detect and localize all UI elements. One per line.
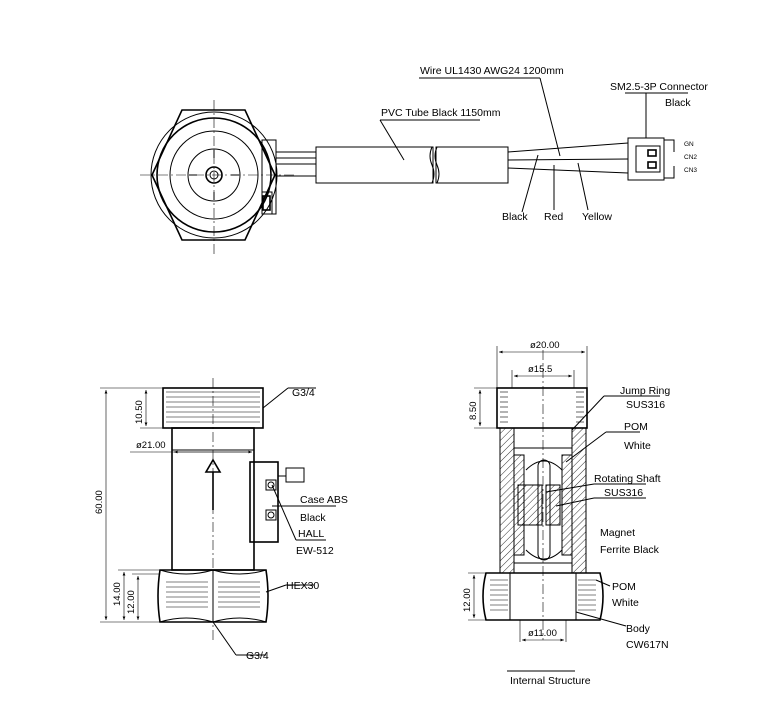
pom-color-1: White xyxy=(624,440,651,452)
hall-part: EW-512 xyxy=(296,545,334,557)
thread-top-label: G3/4 xyxy=(292,387,315,399)
jump-ring-label: Jump Ring xyxy=(620,385,670,397)
section-view: ø20.00 ø15.5 8.50 Jump Ring SUS316 POM W… xyxy=(462,340,670,687)
pin-label: GN xyxy=(684,141,694,148)
wire-black-label: Black xyxy=(502,211,528,223)
side-view: G3/4 10.50 ø21.00 60.00 Case ABS Black H… xyxy=(94,378,348,662)
hex-label: HEX30 xyxy=(286,580,319,592)
pin-label: CN3 xyxy=(684,167,697,174)
dim-dia-15-5: ø15.5 xyxy=(528,364,552,375)
dim-60: 60.00 xyxy=(94,490,105,514)
thread-bottom-label: G3/4 xyxy=(246,650,269,662)
body-label: Body xyxy=(626,623,651,635)
dim-dia-11: ø11.00 xyxy=(528,628,557,639)
jump-ring-material: SUS316 xyxy=(626,399,665,411)
sensor-hex-body xyxy=(140,100,295,255)
shaft-material: SUS316 xyxy=(604,487,643,499)
dim-10-50: 10.50 xyxy=(134,400,145,424)
pin-label: CN2 xyxy=(684,154,697,161)
connector-color: Black xyxy=(665,97,691,109)
top-view: Wire UL1430 AWG24 1200mm SM2.5-3P Connec… xyxy=(140,65,708,255)
dim-12: 12.00 xyxy=(126,590,137,614)
pom-color-2: White xyxy=(612,597,639,609)
dim-14: 14.00 xyxy=(112,582,123,606)
body-material: CW617N xyxy=(626,639,669,651)
wire-red-label: Red xyxy=(544,211,563,223)
magnet-label: Magnet xyxy=(600,527,635,539)
connector-label: SM2.5-3P Connector xyxy=(610,81,708,93)
tube-label: PVC Tube Black 1150mm xyxy=(381,107,501,119)
hall-label: HALL xyxy=(298,528,324,540)
dim-dia-21: ø21.00 xyxy=(136,440,166,451)
wire-label: Wire UL1430 AWG24 1200mm xyxy=(420,65,564,77)
case-color: Black xyxy=(300,512,326,524)
dim-12-section: 12.00 xyxy=(462,588,473,612)
section-caption: Internal Structure xyxy=(510,675,591,687)
dim-dia-20: ø20.00 xyxy=(530,340,560,351)
thread-lines-bottom xyxy=(166,581,260,608)
pom-label-2: POM xyxy=(612,581,636,593)
shaft-label: Rotating Shaft xyxy=(594,473,661,485)
cable-assembly xyxy=(276,137,675,184)
section-bottom-threads xyxy=(490,579,596,611)
pom-label-1: POM xyxy=(624,421,648,433)
wire-yellow-label: Yellow xyxy=(582,211,612,223)
magnet-material: Ferrite Black xyxy=(600,544,660,556)
case-label: Case ABS xyxy=(300,494,348,506)
dim-8-50: 8.50 xyxy=(468,402,479,421)
